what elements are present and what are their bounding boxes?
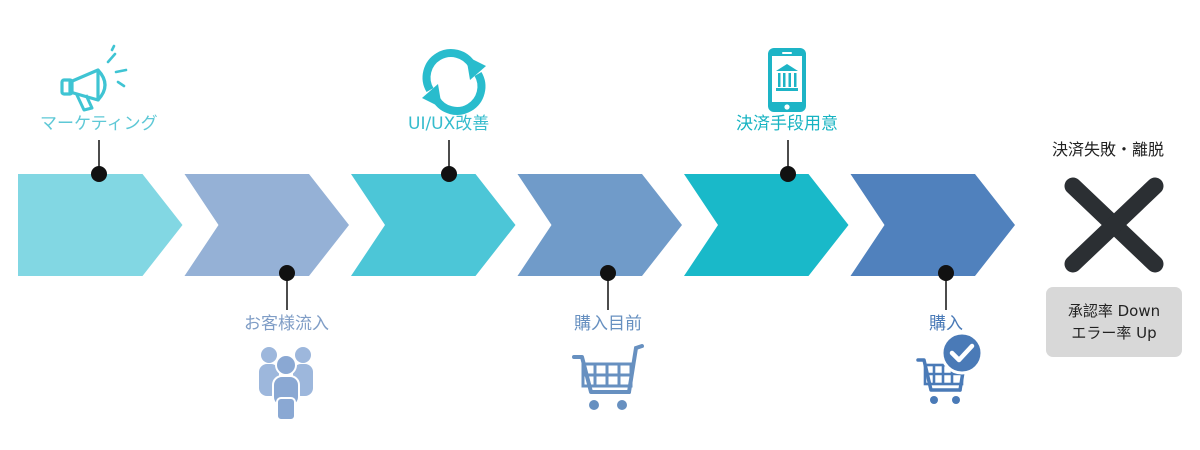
mobile-bank-icon bbox=[768, 48, 806, 112]
result-box-line2: エラー率 Up bbox=[1071, 324, 1157, 342]
stage-arrow bbox=[351, 174, 516, 276]
connector-dot bbox=[91, 166, 107, 182]
stage-arrow bbox=[517, 174, 682, 276]
stage-arrow bbox=[184, 174, 349, 276]
megaphone-icon bbox=[60, 44, 128, 112]
stage-arrow bbox=[684, 174, 849, 276]
stage-label: お客様流入 bbox=[244, 314, 329, 334]
stage-label: マーケティング bbox=[40, 114, 158, 134]
connector-dot bbox=[279, 265, 295, 281]
refresh-icon bbox=[422, 49, 486, 115]
stage-connectors bbox=[91, 140, 954, 310]
connector-dot bbox=[441, 166, 457, 182]
shopping-cart-icon bbox=[572, 344, 644, 410]
cross-icon bbox=[1064, 177, 1164, 273]
stage-label: UI/UX改善 bbox=[408, 114, 490, 134]
stage-label: 購入目前 bbox=[574, 314, 642, 334]
result-title: 決済失敗・離脱 bbox=[1052, 140, 1165, 159]
connector-dot bbox=[780, 166, 796, 182]
result-box-line1: 承認率 Down bbox=[1067, 302, 1161, 320]
people-icon bbox=[259, 347, 313, 421]
connector-dot bbox=[600, 265, 616, 281]
stage-arrow bbox=[18, 174, 183, 276]
result-box: 承認率 Down エラー率 Up bbox=[1046, 287, 1182, 357]
stage-arrows bbox=[18, 174, 1015, 276]
stage-label: 購入 bbox=[929, 314, 963, 334]
stage-arrow bbox=[850, 174, 1015, 276]
stage-label: 決済手段用意 bbox=[736, 114, 838, 134]
connector-dot bbox=[938, 265, 954, 281]
cart-check-icon bbox=[916, 331, 984, 404]
